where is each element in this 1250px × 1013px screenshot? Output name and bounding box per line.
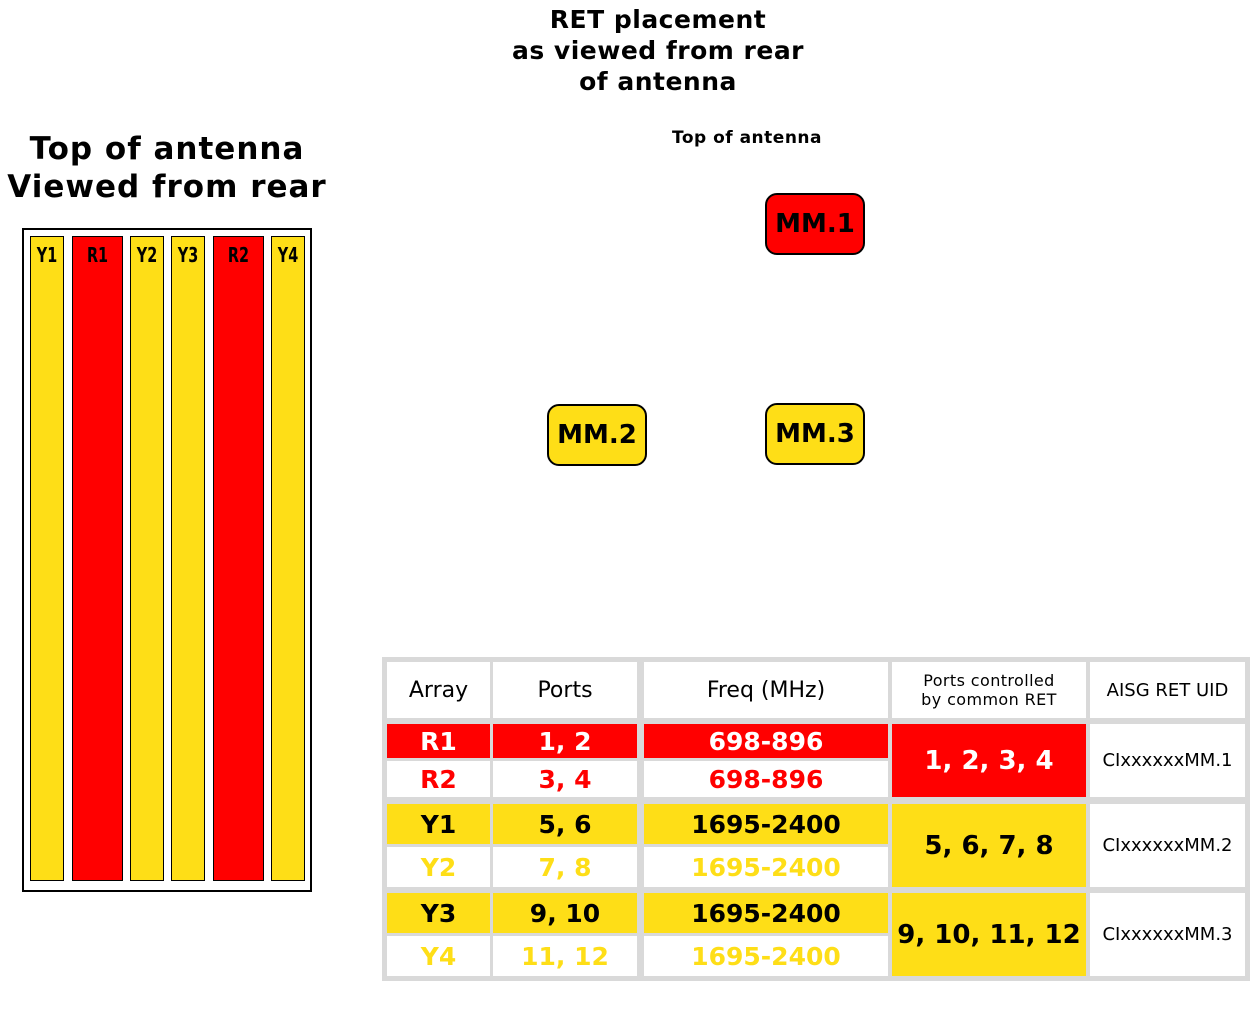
left-panel-title: Top of antenna Viewed from rear xyxy=(0,130,334,206)
row-r1-freq: 698-896 xyxy=(644,724,888,758)
left-title-line-2: Viewed from rear xyxy=(7,169,327,205)
header-freq: Freq (MHz) xyxy=(644,662,888,718)
row-r2-ports: 3, 4 xyxy=(493,761,637,797)
row-y3-ports: 9, 10 xyxy=(493,893,637,933)
group-3-uid: CIxxxxxxMM.3 xyxy=(1090,893,1245,976)
ret-table: Array Ports Freq (MHz) Ports controlled … xyxy=(382,657,1250,981)
array-column-label: Y4 xyxy=(277,243,299,267)
row-y4-ports: 11, 12 xyxy=(493,936,637,976)
array-column-label: R1 xyxy=(86,243,109,267)
row-y1-ports: 5, 6 xyxy=(493,804,637,844)
header-ports: Ports xyxy=(493,662,637,718)
row-r1-ports: 1, 2 xyxy=(493,724,637,758)
row-y3-array: Y3 xyxy=(387,893,490,933)
row-y1-freq: 1695-2400 xyxy=(644,804,888,844)
ret-box-mm3: MM.3 xyxy=(765,403,865,465)
row-r2-freq: 698-896 xyxy=(644,761,888,797)
header-common-ret: Ports controlled by common RET xyxy=(892,662,1086,718)
ret-box-mm2: MM.2 xyxy=(547,404,647,466)
array-column-r2: R2 xyxy=(213,236,264,881)
antenna-frame: Y1 R1 Y2 Y3 R2 Y4 xyxy=(22,228,312,892)
row-y3-freq: 1695-2400 xyxy=(644,893,888,933)
left-title-line-1: Top of antenna xyxy=(29,131,305,167)
row-y4-array: Y4 xyxy=(387,936,490,976)
row-y2-freq: 1695-2400 xyxy=(644,847,888,887)
title-line-3: of antenna xyxy=(579,67,737,96)
array-column-label: R2 xyxy=(227,243,250,267)
header-array: Array xyxy=(387,662,490,718)
header-common-line-1: Ports controlled xyxy=(923,671,1055,690)
group-2-uid: CIxxxxxxMM.2 xyxy=(1090,804,1245,887)
array-column-r1: R1 xyxy=(72,236,123,881)
row-r2-array: R2 xyxy=(387,761,490,797)
array-column-label: Y3 xyxy=(177,243,199,267)
row-y2-ports: 7, 8 xyxy=(493,847,637,887)
group-2-common-ports: 5, 6, 7, 8 xyxy=(892,804,1086,887)
row-y2-array: Y2 xyxy=(387,847,490,887)
row-y1-array: Y1 xyxy=(387,804,490,844)
diagram-title: RET placement as viewed from rear of ant… xyxy=(480,4,836,97)
title-line-1: RET placement xyxy=(549,5,767,34)
array-column-y2: Y2 xyxy=(130,236,164,881)
header-uid: AISG RET UID xyxy=(1090,662,1245,718)
array-column-y3: Y3 xyxy=(171,236,205,881)
ret-box-mm1: MM.1 xyxy=(765,193,865,255)
row-y4-freq: 1695-2400 xyxy=(644,936,888,976)
array-column-y4: Y4 xyxy=(271,236,305,881)
group-1-common-ports: 1, 2, 3, 4 xyxy=(892,724,1086,797)
title-line-2: as viewed from rear xyxy=(511,36,805,65)
header-common-line-2: by common RET xyxy=(921,690,1057,709)
array-column-y1: Y1 xyxy=(30,236,64,881)
top-of-antenna-label: Top of antenna xyxy=(671,128,822,148)
row-r1-array: R1 xyxy=(387,724,490,758)
array-column-label: Y1 xyxy=(36,243,58,267)
group-1-uid: CIxxxxxxMM.1 xyxy=(1090,724,1245,797)
array-column-label: Y2 xyxy=(136,243,158,267)
group-3-common-ports: 9, 10, 11, 12 xyxy=(892,893,1086,976)
